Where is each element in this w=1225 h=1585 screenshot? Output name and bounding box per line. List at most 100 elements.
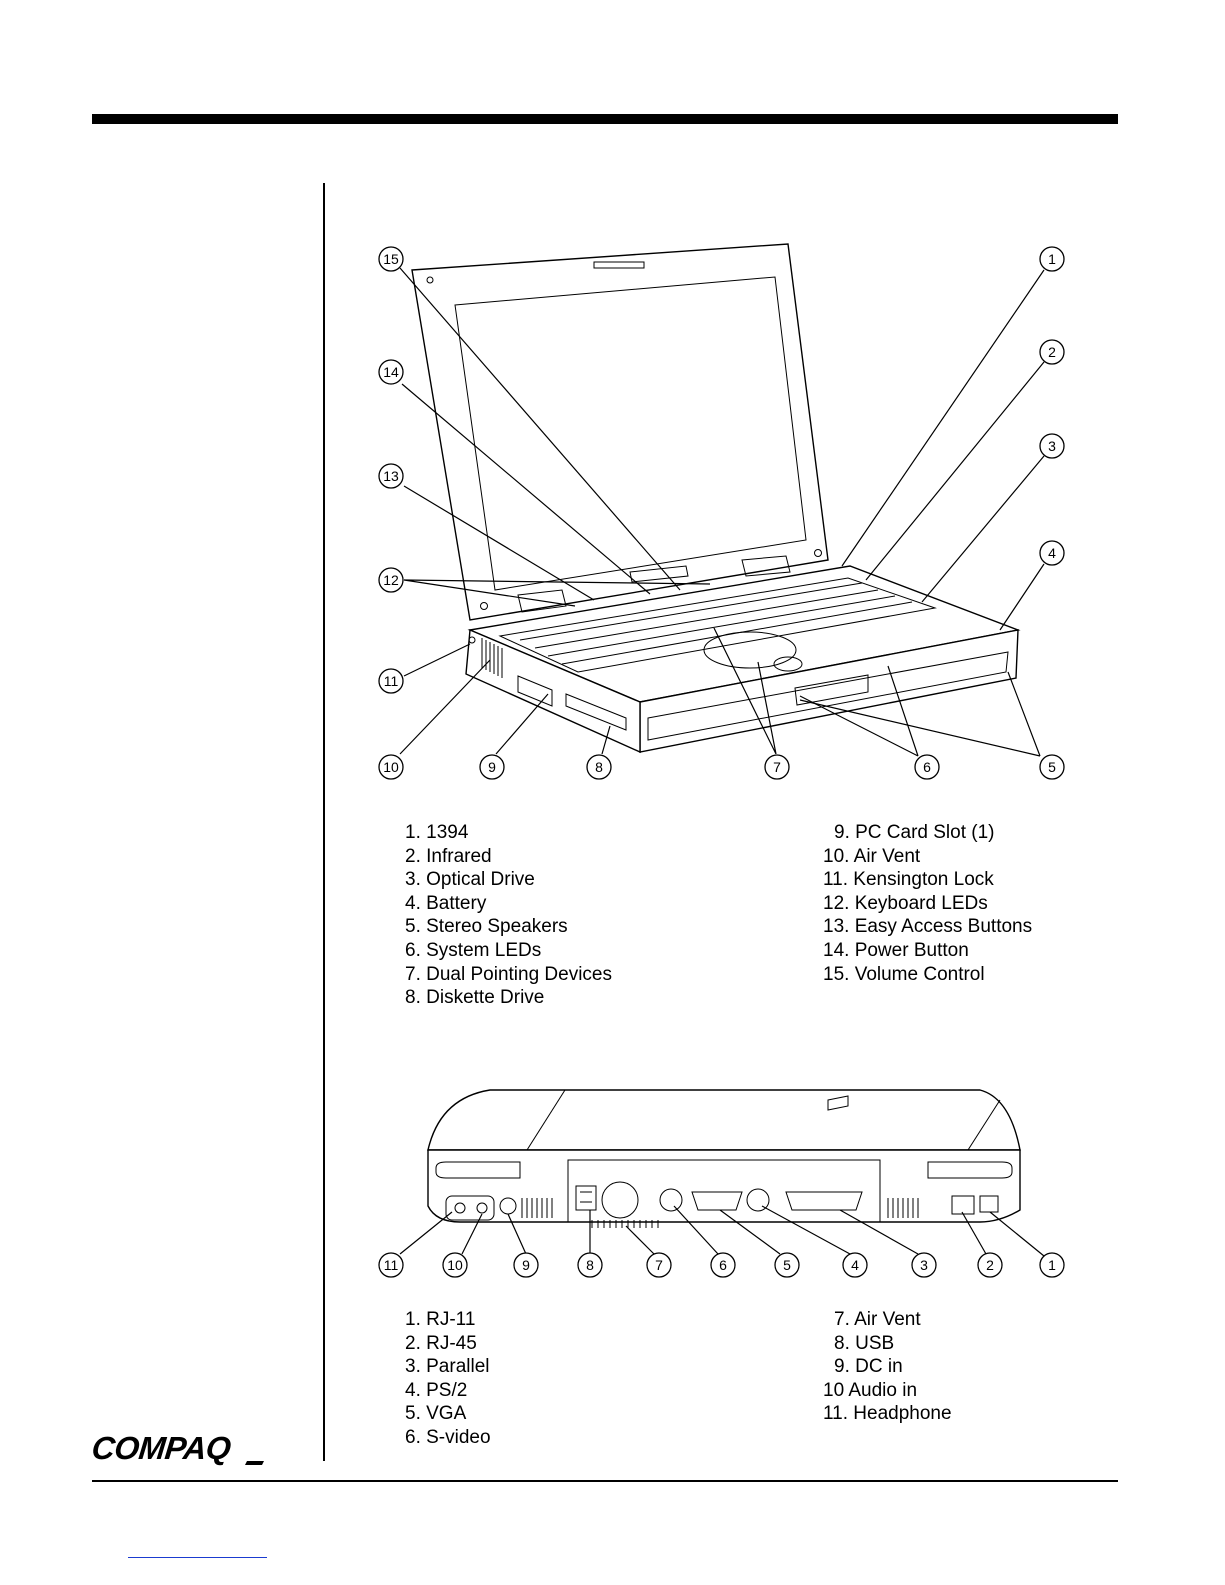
legend-item: 2. Infrared xyxy=(405,845,492,867)
rear-callout-2: 2 xyxy=(977,1252,1003,1278)
callout-10: 10 xyxy=(378,754,404,780)
legend-item: 7. Air Vent xyxy=(834,1309,921,1330)
legend-item: 8. USB xyxy=(834,1332,895,1354)
headphone-jack xyxy=(454,1202,466,1214)
svg-text:9: 9 xyxy=(488,759,496,775)
legend-item: 10 Audio in xyxy=(823,1379,918,1401)
callout-6: 6 xyxy=(914,754,940,780)
legend-item: 6. System LEDs xyxy=(405,939,542,961)
legend-item: 3. Optical Drive xyxy=(405,869,535,891)
callout-15: 15 xyxy=(378,246,404,272)
rear-callout-4: 4 xyxy=(842,1252,868,1278)
parallel-port xyxy=(785,1191,863,1211)
air-vent-grille xyxy=(481,638,503,678)
svg-text:11: 11 xyxy=(384,1257,399,1273)
rear-callout-10: 10 xyxy=(442,1252,468,1278)
svg-text:8: 8 xyxy=(586,1257,594,1273)
rear-callout-3: 3 xyxy=(911,1252,937,1278)
audio-in-jack xyxy=(476,1202,488,1214)
keyboard xyxy=(498,577,937,673)
callout-8: 8 xyxy=(586,754,612,780)
svg-text:7: 7 xyxy=(773,759,781,775)
svg-text:7: 7 xyxy=(655,1257,663,1273)
legend-item: 14. Power Button xyxy=(823,939,969,961)
svg-text:8: 8 xyxy=(595,759,603,775)
svg-text:1: 1 xyxy=(1048,251,1056,267)
legend-item: 11. Kensington Lock xyxy=(823,869,994,891)
legend-item: 10. Air Vent xyxy=(823,845,921,867)
callout-3: 3 xyxy=(1039,433,1065,459)
callout-4: 4 xyxy=(1039,540,1065,566)
rear-vent-left xyxy=(521,1198,553,1218)
callout-13: 13 xyxy=(378,463,404,489)
svg-text:COMPAQ: COMPAQ xyxy=(92,1430,233,1466)
footer-rule xyxy=(92,1480,1118,1482)
callout-7: 7 xyxy=(764,754,790,780)
svg-text:3: 3 xyxy=(1048,438,1056,454)
legend-item: 8. Diskette Drive xyxy=(405,987,545,1009)
rear-vent-right xyxy=(887,1198,919,1218)
legend-item: 5. VGA xyxy=(405,1403,467,1425)
svg-text:6: 6 xyxy=(923,759,931,775)
rear-callout-6: 6 xyxy=(710,1252,736,1278)
rear-legend-left: 1. RJ-11 2. RJ-45 3. Parallel 4. PS/2 5.… xyxy=(405,1308,491,1450)
svg-text:6: 6 xyxy=(719,1257,727,1273)
legend-item: 2. RJ-45 xyxy=(405,1332,477,1354)
callout-2: 2 xyxy=(1039,339,1065,365)
svg-text:9: 9 xyxy=(522,1257,530,1273)
legend-item: 11. Headphone xyxy=(823,1403,952,1425)
front-legend-left: 1. 1394 2. Infrared 3. Optical Drive 4. … xyxy=(405,821,612,1010)
lid-latch xyxy=(593,261,645,269)
legend-item: 9. DC in xyxy=(834,1356,903,1378)
svg-text:5: 5 xyxy=(783,1257,791,1273)
legend-item: 7. Dual Pointing Devices xyxy=(405,963,612,985)
legend-item: 1. 1394 xyxy=(405,822,469,843)
rear-callout-1: 1 xyxy=(1039,1252,1065,1278)
rj11-port xyxy=(979,1195,999,1213)
rear-callout-8: 8 xyxy=(577,1252,603,1278)
rear-callout-7: 7 xyxy=(646,1252,672,1278)
rear-callout-5: 5 xyxy=(774,1252,800,1278)
svg-text:1: 1 xyxy=(1048,1257,1056,1273)
rear-legend-right: 7. Air Vent 8. USB 9. DC in 10 Audio in … xyxy=(823,1308,952,1426)
svg-text:12: 12 xyxy=(383,572,399,588)
svg-text:15: 15 xyxy=(383,251,399,267)
svg-text:4: 4 xyxy=(851,1257,859,1273)
svg-text:10: 10 xyxy=(383,759,399,775)
svg-text:2: 2 xyxy=(986,1257,994,1273)
legend-item: 15. Volume Control xyxy=(823,963,985,985)
header-rule xyxy=(92,114,1118,124)
callout-5: 5 xyxy=(1039,754,1065,780)
legend-item: 6. S-video xyxy=(405,1426,491,1448)
ps2-port xyxy=(746,1188,770,1212)
usb-ports xyxy=(575,1185,597,1211)
svg-text:11: 11 xyxy=(384,673,399,689)
vga-port xyxy=(691,1191,743,1211)
legend-item: 12. Keyboard LEDs xyxy=(823,892,988,914)
compaq-logo: COMPAQ xyxy=(92,1430,264,1466)
fan xyxy=(601,1181,639,1219)
legend-item: 5. Stereo Speakers xyxy=(405,916,568,938)
legend-item: 4. Battery xyxy=(405,892,487,914)
callout-9: 9 xyxy=(479,754,505,780)
legend-item: 1. RJ-11 xyxy=(405,1309,476,1330)
svg-text:13: 13 xyxy=(383,468,399,484)
s-video-port xyxy=(659,1188,683,1212)
rear-callout-11: 11 xyxy=(378,1252,404,1278)
legend-item: 4. PS/2 xyxy=(405,1379,468,1401)
rear-callout-9: 9 xyxy=(513,1252,539,1278)
pc-card-slot xyxy=(517,675,553,707)
legend-item: 13. Easy Access Buttons xyxy=(823,916,1033,938)
legend-item: 9. PC Card Slot (1) xyxy=(834,822,995,843)
svg-text:14: 14 xyxy=(383,364,399,380)
svg-text:3: 3 xyxy=(920,1257,928,1273)
svg-text:5: 5 xyxy=(1048,759,1056,775)
callout-14: 14 xyxy=(378,359,404,385)
svg-text:4: 4 xyxy=(1048,545,1056,561)
kensington-lock-slot xyxy=(468,636,476,644)
legend-item: 3. Parallel xyxy=(405,1356,490,1378)
footer-link-underline[interactable] xyxy=(128,1557,267,1558)
svg-text:2: 2 xyxy=(1048,344,1056,360)
svg-text:10: 10 xyxy=(447,1257,463,1273)
